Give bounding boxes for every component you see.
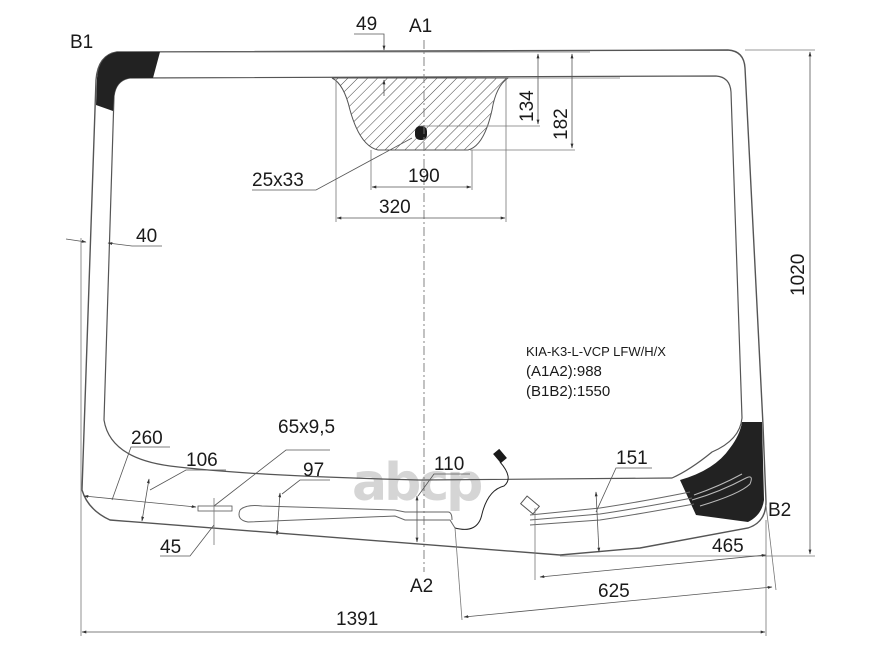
dim-106: 106	[186, 450, 218, 471]
dim-182: 182	[551, 108, 572, 140]
glass-outer-outline	[81, 49, 767, 556]
dim-49: 49	[356, 14, 377, 35]
dim-110: 110	[434, 454, 464, 475]
dim-320: 320	[379, 197, 411, 218]
dim-40: 40	[136, 226, 157, 247]
sensor-area	[331, 77, 510, 151]
dim-625: 625	[598, 581, 630, 602]
label-a2: A2	[410, 576, 433, 597]
label-a1: A1	[409, 16, 432, 37]
black-frit-top-left	[96, 52, 160, 111]
heater-connector	[197, 505, 233, 512]
dim-45: 45	[160, 537, 181, 558]
a1a2-length: (A1A2):988	[526, 363, 602, 380]
dim-65x9-5: 65x9,5	[278, 417, 335, 438]
dim-1391: 1391	[336, 609, 378, 630]
dim-25x33: 25x33	[252, 170, 304, 191]
part-code: KIA-K3-L-VCP LFW/H/X	[526, 344, 666, 359]
glass-inner-outline	[103, 75, 743, 481]
label-b2: B2	[768, 500, 791, 521]
b1b2-length: (B1B2):1550	[526, 383, 610, 400]
sensor-cable	[454, 461, 509, 530]
dim-134: 134	[517, 90, 538, 122]
sensor-pad	[415, 126, 427, 140]
dim-465: 465	[712, 536, 744, 557]
dim-190: 190	[408, 166, 440, 187]
heater-wire	[238, 505, 456, 529]
dim-151: 151	[616, 448, 648, 469]
dim-1020: 1020	[788, 254, 809, 296]
dim-97: 97	[303, 460, 324, 481]
dim-260: 260	[131, 428, 163, 449]
label-b1: B1	[70, 32, 93, 53]
heater-loop-right	[691, 476, 752, 507]
black-frit-bottom-right	[680, 422, 764, 522]
connector-tab	[519, 495, 541, 515]
cable-connector	[493, 448, 507, 464]
